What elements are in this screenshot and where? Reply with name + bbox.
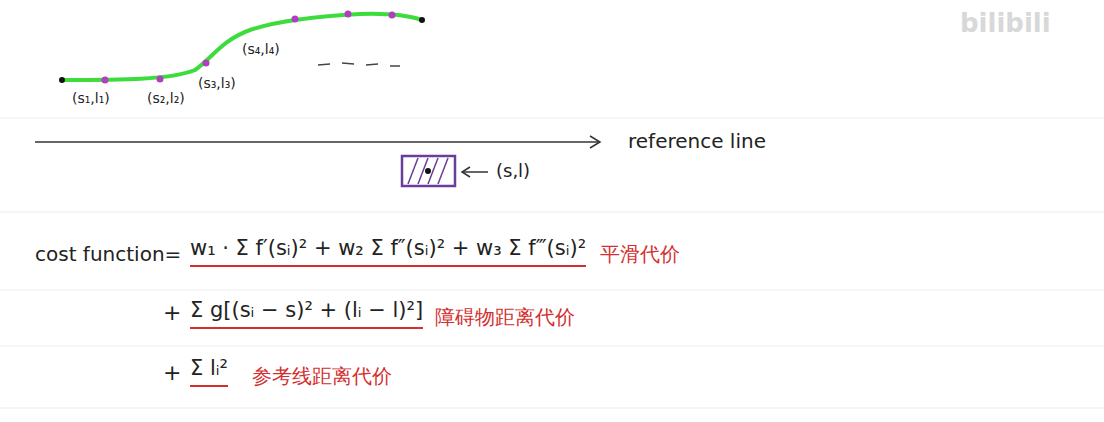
path-curve xyxy=(62,14,422,80)
reference-line xyxy=(35,136,600,148)
sample-points xyxy=(102,11,396,84)
cost-note: 参考线距离代价 xyxy=(252,364,392,388)
leader-arrow xyxy=(462,167,488,177)
point-label: (s₂,l₂) xyxy=(147,90,185,107)
continuation-dashes xyxy=(318,63,400,66)
watermark: bilibili xyxy=(960,8,1051,39)
obstacle-label: (s,l) xyxy=(496,160,530,182)
point-label: (s₁,l₁) xyxy=(72,90,110,107)
axis-label: reference line xyxy=(628,129,766,153)
point-label: (s₄,l₄) xyxy=(242,41,280,58)
formula-term: Σ g[(sᵢ − s)² + (lᵢ − l)²] xyxy=(190,298,423,329)
formula-term: w₁ · Σ f′(sᵢ)² + w₂ Σ f″(sᵢ)² + w₃ Σ f‴(… xyxy=(190,236,586,267)
point-label: (s₃,l₃) xyxy=(198,75,236,92)
end-point xyxy=(59,77,65,83)
formula-term: Σ lᵢ² xyxy=(190,356,228,387)
cost-note: 障碍物距离代价 xyxy=(435,305,575,329)
formula-label: cost function= xyxy=(35,242,181,266)
notebook-lines xyxy=(0,118,1104,408)
cost-note: 平滑代价 xyxy=(600,242,680,266)
plus-sign: + xyxy=(163,360,181,386)
plus-sign: + xyxy=(163,300,181,326)
obstacle xyxy=(402,156,455,186)
end-point xyxy=(419,17,425,23)
